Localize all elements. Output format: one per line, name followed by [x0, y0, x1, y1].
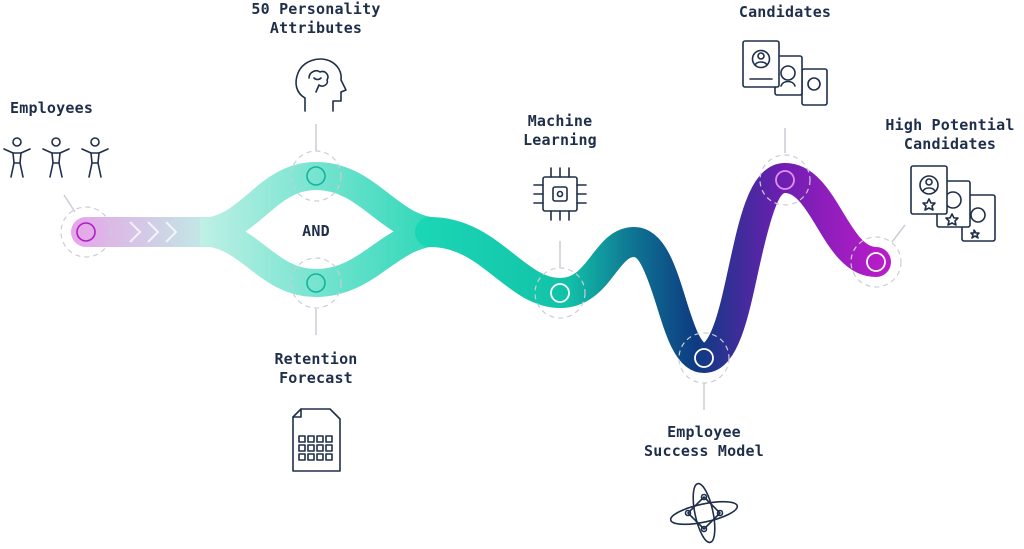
node-retention[interactable]: [290, 257, 342, 309]
leader-lines: [63, 124, 906, 410]
node-candidates[interactable]: [759, 154, 811, 206]
node-success-model[interactable]: [678, 332, 730, 384]
flow-lower-branch: [199, 218, 441, 298]
node-high-potential[interactable]: [850, 236, 902, 288]
node-personality[interactable]: [290, 150, 342, 202]
people-icon: [3, 137, 109, 178]
label-success-model: Employee Success Model: [644, 423, 764, 460]
profile-cards-icon: [742, 40, 828, 106]
label-candidates: Candidates: [738, 3, 832, 21]
flow-main-wave: [415, 162, 891, 374]
label-and: AND: [302, 222, 330, 240]
starred-profile-cards-icon: [910, 165, 996, 242]
label-personality: 50 Personality Attributes: [251, 0, 381, 37]
head-brain-icon: [295, 58, 347, 112]
label-retention: Retention Forecast: [274, 350, 358, 387]
orbit-network-icon: [669, 482, 739, 544]
label-high-potential: High Potential Candidates: [885, 116, 1015, 153]
flow-upper-branch: [198, 161, 442, 246]
node-employees[interactable]: [60, 206, 112, 258]
node-machine-learning[interactable]: [534, 267, 586, 319]
label-employees: Employees: [10, 99, 94, 117]
chip-icon: [533, 167, 587, 221]
flow-chevrons: [129, 221, 178, 243]
label-machine-learning: Machine Learning: [523, 112, 597, 149]
spreadsheet-document-icon: [292, 408, 341, 472]
